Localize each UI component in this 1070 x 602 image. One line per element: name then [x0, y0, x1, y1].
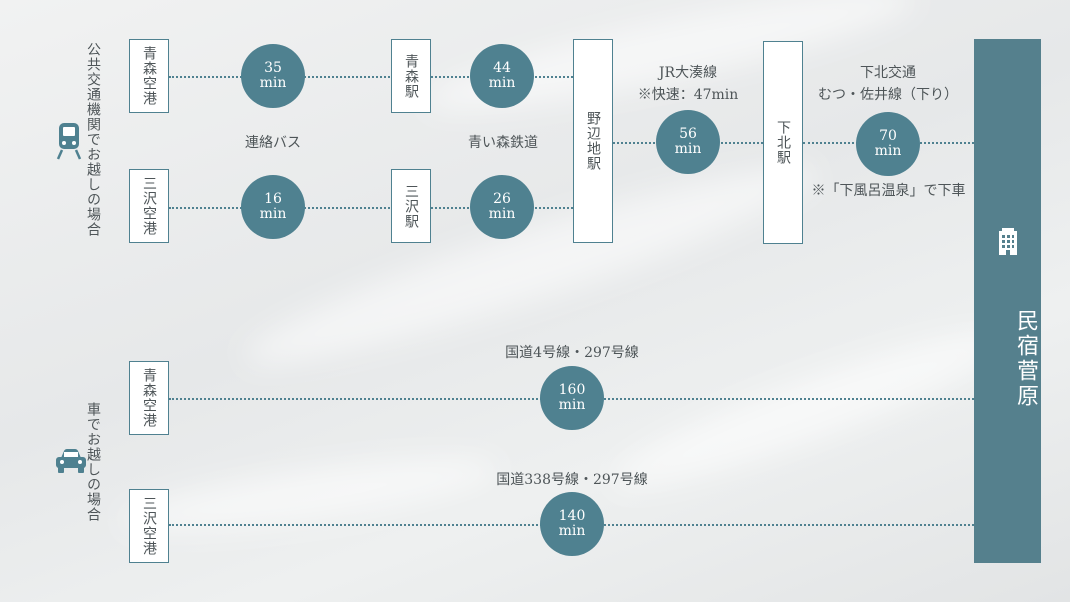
station-aomori: 青森駅	[391, 39, 431, 113]
time-unit: min	[874, 143, 902, 159]
car-label: 車でお越しの場合	[85, 402, 101, 522]
time-circle: 26 min	[470, 175, 534, 239]
time-unit: min	[259, 75, 287, 91]
time-unit: min	[674, 141, 702, 157]
building-icon	[996, 228, 1020, 260]
time-circle: 56 min	[656, 110, 720, 174]
time-circle: 140 min	[540, 492, 604, 556]
station-aomori-airport-car: 青森空港	[129, 361, 169, 435]
time-circle: 44 min	[470, 44, 534, 108]
station-misawa-airport: 三沢空港	[129, 169, 169, 243]
station-shimokita: 下北駅	[763, 41, 803, 244]
time-value: 160	[558, 381, 586, 398]
time-value: 44	[493, 59, 511, 76]
station-label: 青森空港	[141, 368, 157, 428]
station-aomori-airport: 青森空港	[129, 39, 169, 113]
time-unit: min	[488, 75, 516, 91]
public-transport-label: 公共交通機関でお越しの場合	[85, 42, 101, 237]
time-value: 16	[264, 190, 282, 207]
jr-route-label: JR大湊線	[658, 65, 718, 81]
jr-rapid-note: ※快速：47min	[637, 87, 739, 103]
station-noheji: 野辺地駅	[573, 39, 613, 243]
time-circle: 16 min	[241, 175, 305, 239]
time-value: 26	[493, 190, 511, 207]
bus-route-label: 連絡バス	[245, 135, 301, 151]
shimokita-bus-line: むつ・佐井線（下り）	[818, 87, 958, 103]
aoimori-route-label: 青い森鉄道	[468, 135, 538, 151]
time-unit: min	[488, 206, 516, 222]
road-2-label: 国道338号線・297号線	[496, 472, 648, 488]
car-icon	[55, 448, 87, 478]
time-unit: min	[558, 523, 586, 539]
station-label: 三沢空港	[141, 176, 157, 236]
time-unit: min	[259, 206, 287, 222]
station-label: 青森空港	[141, 46, 157, 106]
time-circle: 35 min	[241, 44, 305, 108]
station-label: 野辺地駅	[585, 111, 601, 171]
train-icon	[56, 121, 82, 165]
time-value: 56	[679, 125, 697, 142]
time-value: 70	[879, 127, 897, 144]
shimokita-stop-note: ※「下風呂温泉」で下車	[811, 183, 966, 199]
shimokita-bus-label: 下北交通	[860, 65, 916, 81]
station-label: 三沢駅	[403, 183, 419, 229]
station-label: 下北駅	[775, 120, 791, 165]
station-label: 三沢空港	[141, 496, 157, 556]
time-circle: 160 min	[540, 366, 604, 430]
time-circle: 70 min	[856, 112, 920, 176]
destination-bar: 民宿菅原	[974, 39, 1041, 563]
time-value: 35	[264, 59, 282, 76]
time-unit: min	[558, 397, 586, 413]
time-value: 140	[558, 507, 586, 524]
destination-name: 民宿菅原	[1013, 309, 1038, 409]
station-misawa-airport-car: 三沢空港	[129, 489, 169, 563]
road-1-label: 国道4号線・297号線	[505, 345, 639, 361]
station-misawa: 三沢駅	[391, 169, 431, 243]
station-label: 青森駅	[403, 53, 419, 99]
